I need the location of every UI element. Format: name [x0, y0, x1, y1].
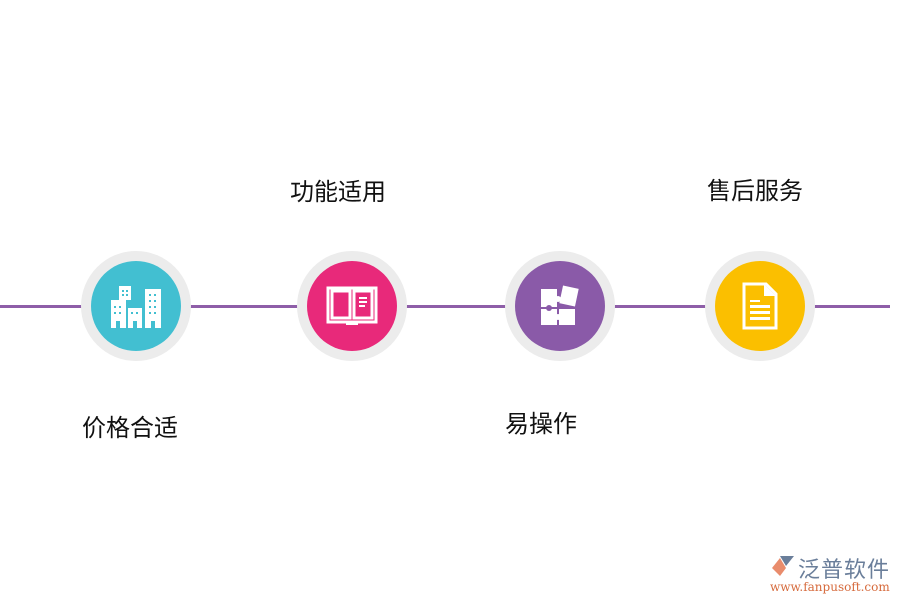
node-function — [297, 251, 407, 361]
node-price — [81, 251, 191, 361]
brand-logo: 泛普软件 www.fanpusoft.com — [770, 552, 895, 597]
puzzle-icon — [541, 285, 579, 325]
node-service — [705, 251, 815, 361]
book-icon — [326, 286, 378, 325]
node-function-circle — [307, 261, 397, 351]
brand-name: 泛普软件 — [798, 558, 891, 583]
buildings-icon — [111, 286, 161, 328]
node-easy-label: 易操作 — [505, 410, 577, 438]
logo-mark-icon — [772, 556, 794, 576]
node-price-label: 价格合适 — [82, 414, 178, 442]
node-easy-circle — [515, 261, 605, 351]
node-service-circle — [715, 261, 805, 351]
node-service-label: 售后服务 — [707, 177, 803, 205]
node-easy — [505, 251, 615, 361]
node-price-circle — [91, 261, 181, 351]
document-icon — [742, 282, 778, 330]
timeline-line — [0, 305, 890, 308]
brand-url: www.fanpusoft.com — [770, 580, 890, 594]
node-function-label: 功能适用 — [290, 178, 386, 206]
